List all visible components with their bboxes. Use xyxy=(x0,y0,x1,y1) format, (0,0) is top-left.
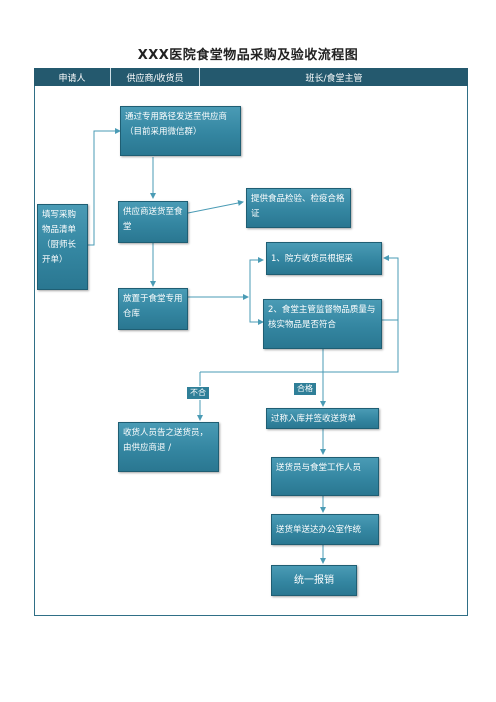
swimlane-header: 申请人 供应商/收货员 班长/食堂主管 xyxy=(34,68,468,86)
label-fail: 不合 xyxy=(186,386,210,400)
box-receiver-check: 1、院方收货员根据采 xyxy=(266,242,382,275)
box-fill-order: 填写采购物品清单（厨师长开单） xyxy=(37,204,88,290)
box-to-office: 送货单送达办公室作统 xyxy=(271,514,379,545)
box-to-staff: 送货员与食堂工作人员 xyxy=(271,457,379,496)
box-provide-cert: 提供食品检验、检疫合格证 xyxy=(246,188,351,228)
page-title: XXX医院食堂物品采购及验收流程图 xyxy=(137,48,359,63)
box-return-goods: 收货人员告之送货员，由供应商退 / xyxy=(118,422,219,472)
arrow-order-to-send xyxy=(88,128,121,246)
arrow-deliver-to-cert xyxy=(187,200,244,214)
lane-supervisor: 班长/食堂主管 xyxy=(305,73,363,84)
label-pass: 合格 xyxy=(293,382,317,396)
box-weigh-sign: 过称入库并签收送货单 xyxy=(266,408,379,429)
box-settle: 统一报销 xyxy=(271,565,357,596)
box-supplier-deliver: 供应商送货至食堂 xyxy=(118,201,188,243)
arrow-feedback-up xyxy=(383,255,399,320)
box-send-supplier: 通过专用路径发送至供应商（目前采用微信群） xyxy=(120,106,241,156)
arrow-branch-check1 xyxy=(249,257,264,297)
lane-supplier-receiver: 供应商/收货员 xyxy=(111,68,200,86)
box-store-warehouse: 放置于食堂专用仓库 xyxy=(118,288,188,330)
lane-applicant: 申请人 xyxy=(34,68,111,86)
box-supervisor-check: 2、食堂主管监督物品质量与核实物品是否符合 xyxy=(263,299,382,349)
arrow-branch-check2 xyxy=(249,297,264,325)
arrow-feedback-loop xyxy=(200,319,399,373)
